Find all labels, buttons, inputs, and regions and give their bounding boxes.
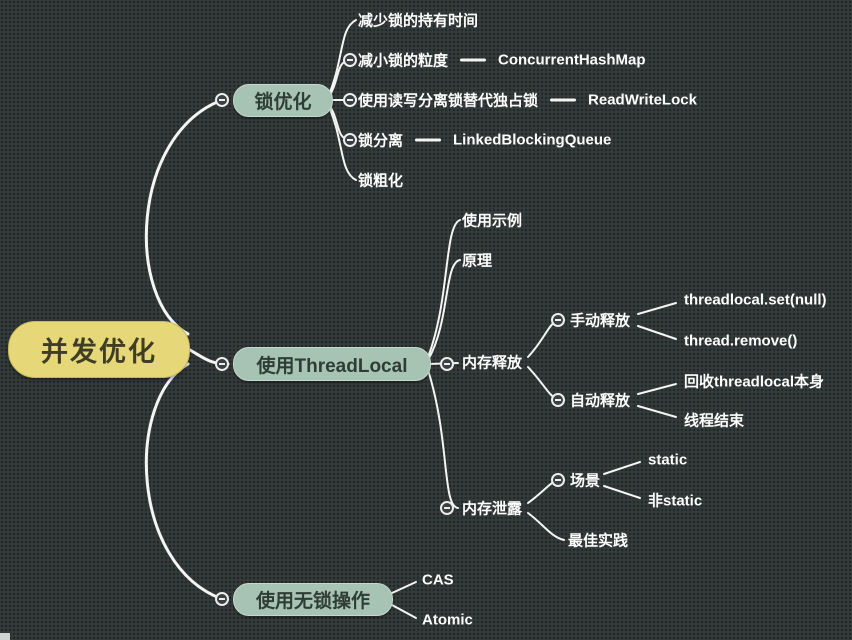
node-lock-coarsening[interactable]: 锁粗化 — [358, 172, 404, 190]
collapse-icon[interactable] — [343, 53, 357, 67]
connector-line — [144, 98, 224, 336]
connector-line — [527, 512, 565, 541]
connector-line — [637, 383, 677, 395]
node-memory-leak[interactable]: 内存泄露 — [462, 500, 523, 518]
node-principle[interactable]: 原理 — [462, 252, 493, 270]
node-readwrite-lock: 使用读写分离锁替代独占锁 ReadWriteLock — [358, 90, 697, 111]
node-threadlocal-set-null[interactable]: threadlocal.set(null) — [684, 291, 827, 309]
node-label[interactable]: 锁分离 — [358, 132, 404, 150]
collapse-icon[interactable] — [215, 93, 229, 107]
collapse-icon[interactable] — [215, 592, 229, 606]
node-usage-example[interactable]: 使用示例 — [462, 212, 523, 230]
node-best-practice[interactable]: 最佳实践 — [568, 532, 629, 550]
node-readwritelock[interactable]: ReadWriteLock — [588, 91, 697, 109]
node-reduce-hold-time[interactable]: 减少锁的持有时间 — [358, 12, 479, 30]
link-line — [550, 98, 577, 102]
node-non-static[interactable]: 非static — [648, 492, 703, 510]
collapse-icon[interactable] — [551, 313, 565, 327]
connector-line — [144, 362, 224, 601]
link-line — [415, 138, 442, 142]
node-lock-separation: 锁分离 LinkedBlockingQueue — [358, 130, 611, 151]
collapse-icon[interactable] — [343, 133, 357, 147]
connector-line — [527, 480, 556, 504]
node-linkedblockingqueue[interactable]: LinkedBlockingQueue — [453, 131, 612, 149]
connector-line — [527, 320, 557, 358]
collapse-icon[interactable] — [215, 357, 229, 371]
branch-lock-optimization[interactable]: 锁优化 — [233, 84, 333, 117]
node-recycle-threadlocal[interactable]: 回收threadlocal本身 — [684, 373, 825, 391]
connector-line — [329, 108, 357, 181]
branch-lockfree[interactable]: 使用无锁操作 — [233, 583, 393, 616]
node-scene[interactable]: 场景 — [570, 472, 601, 490]
connector-line — [391, 581, 417, 594]
connector-line — [329, 19, 357, 93]
connector-line — [427, 259, 461, 361]
connector-line — [391, 604, 417, 619]
connector-line — [637, 325, 677, 340]
connector-line — [637, 405, 677, 418]
collapse-icon[interactable] — [551, 393, 565, 407]
link-line — [460, 58, 487, 62]
node-thread-end[interactable]: 线程结束 — [684, 412, 745, 430]
node-concurrenthashmap[interactable]: ConcurrentHashMap — [498, 51, 646, 69]
node-static[interactable]: static — [648, 451, 688, 469]
connector-line — [427, 219, 461, 358]
connector-line — [603, 461, 641, 475]
collapse-icon[interactable] — [440, 501, 454, 515]
node-auto-release[interactable]: 自动释放 — [570, 392, 631, 410]
collapse-icon[interactable] — [343, 93, 357, 107]
connector-line — [527, 366, 557, 400]
connector-line — [637, 302, 677, 315]
node-thread-remove[interactable]: thread.remove() — [684, 332, 798, 350]
branch-threadlocal[interactable]: 使用ThreadLocal — [233, 347, 431, 381]
connector-line — [427, 369, 459, 509]
root-topic[interactable]: 并发优化 — [8, 321, 190, 378]
node-atomic[interactable]: Atomic — [422, 611, 473, 629]
node-memory-release[interactable]: 内存释放 — [462, 354, 523, 372]
connector-line — [603, 485, 641, 499]
node-lock-granularity: 减小锁的粒度 ConcurrentHashMap — [358, 50, 646, 71]
node-cas[interactable]: CAS — [422, 571, 454, 589]
collapse-icon[interactable] — [440, 357, 454, 371]
collapse-icon[interactable] — [551, 473, 565, 487]
node-label[interactable]: 减小锁的粒度 — [358, 52, 449, 70]
node-label[interactable]: 使用读写分离锁替代独占锁 — [358, 92, 539, 110]
node-manual-release[interactable]: 手动释放 — [570, 312, 631, 330]
scrollbar-corner — [0, 633, 10, 640]
